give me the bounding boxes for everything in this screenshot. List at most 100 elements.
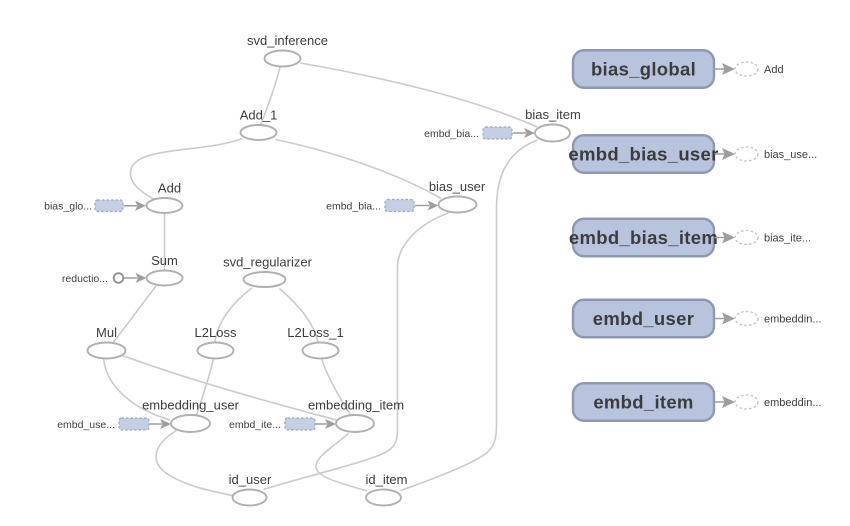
panel-linked-node-ellipse-embd_item[interactable]	[734, 394, 759, 410]
constant-circle-icon[interactable]	[112, 272, 125, 284]
node-ellipse-bias_item[interactable]	[534, 123, 571, 143]
input-annotation-embd_bias_item-to-bias_item: embd_bia...	[424, 126, 535, 140]
edge-id_item-to-bias_item	[400, 139, 538, 492]
constant-chip-icon[interactable]	[384, 198, 415, 213]
edge-bias_item-to-svd_inference	[300, 62, 538, 128]
node-ellipse-Add_1[interactable]	[239, 124, 278, 141]
constant-chip-icon[interactable]	[482, 126, 513, 140]
constant-chip-icon[interactable]	[118, 417, 150, 431]
node-Add: Add	[145, 181, 184, 214]
panel-node-label-embd_bias_item: embd_bias_item	[569, 227, 718, 248]
panel-node-rect-embd_user[interactable]	[571, 298, 716, 339]
arrowhead-icon	[135, 273, 147, 283]
panel-linked-node-ellipse-bias_global[interactable]	[734, 61, 759, 77]
annotation-label: embd_use...	[57, 419, 115, 431]
panel-out-label-bias_global: Add	[764, 64, 784, 76]
constant-chip-icon[interactable]	[94, 199, 124, 213]
edges-layer	[102, 62, 538, 497]
node-label-id_user: id_user	[229, 472, 272, 487]
panel-out-label-embd_bias_item: bias_ite...	[764, 233, 811, 245]
node-ellipse-svd_inference[interactable]	[263, 49, 302, 68]
node-Add_1: Add_1	[239, 108, 278, 141]
panel-node-embd_bias_item: embd_bias_item bias_ite...	[569, 217, 811, 258]
annotation-label: embd_bia...	[424, 128, 479, 140]
panel-node-rect-bias_global[interactable]	[571, 49, 716, 89]
node-label-L2Loss: L2Loss	[195, 325, 237, 340]
panel-node-rect-embd_bias_user[interactable]	[571, 134, 716, 174]
node-ellipse-Add[interactable]	[145, 197, 184, 214]
node-ellipse-Mul[interactable]	[86, 341, 127, 360]
node-embedding_user: embedding_user	[142, 398, 240, 433]
node-id_item: id_item	[365, 472, 408, 507]
arrowhead-icon	[722, 396, 735, 408]
node-svd_regularizer: svd_regularizer	[223, 255, 313, 288]
node-label-embedding_user: embedding_user	[142, 398, 240, 413]
arrowhead-icon	[160, 419, 171, 429]
panel-node-label-embd_item: embd_item	[593, 392, 693, 413]
input-annotation-bias_global-to-Add: bias_glo...	[44, 199, 146, 213]
arrowhead-icon	[722, 231, 735, 244]
panel-out-label-embd_user: embeddin...	[764, 314, 821, 326]
node-ellipse-id_user[interactable]	[231, 488, 268, 507]
panel-node-label-embd_user: embd_user	[593, 308, 694, 329]
node-bias_user: bias_user	[429, 179, 486, 214]
node-ellipse-L2Loss[interactable]	[196, 341, 235, 360]
arrowhead-icon	[325, 419, 336, 429]
node-ellipse-id_item[interactable]	[365, 488, 402, 507]
node-ellipse-Sum[interactable]	[145, 269, 184, 287]
panel-node-bias_global: bias_global Add	[571, 49, 784, 89]
arrowhead-icon	[524, 128, 535, 138]
panel-node-rect-embd_bias_item[interactable]	[571, 217, 716, 258]
node-ellipse-embedding_user[interactable]	[170, 414, 211, 433]
edge-embedding_user-to-Mul	[102, 358, 171, 421]
input-annotation-embd_item-to-embedding_item: embd_ite...	[229, 417, 336, 431]
node-L2Loss_1: L2Loss_1	[287, 325, 344, 360]
panel-node-rect-embd_item[interactable]	[571, 382, 716, 422]
node-svd_inference: svd_inference	[247, 33, 328, 68]
annotation-label: embd_bia...	[326, 200, 381, 212]
edge-embedding_item-to-L2Loss_1	[320, 358, 352, 416]
input-annotation-embd_bias_user-to-bias_user: embd_bia...	[326, 198, 439, 213]
input-annotation-embd_user-to-embedding_user: embd_use...	[57, 417, 171, 431]
edge-Add_1-to-svd_inference	[259, 66, 281, 126]
node-label-Mul: Mul	[96, 325, 117, 340]
node-label-svd_regularizer: svd_regularizer	[223, 255, 313, 270]
node-Sum: Sum	[145, 253, 184, 287]
edge-L2Loss_1-to-svd_regularizer	[278, 287, 319, 343]
node-ellipse-svd_regularizer[interactable]	[242, 271, 287, 288]
edge-Add-to-Add_1	[129, 137, 243, 200]
annotation-label: bias_glo...	[44, 201, 92, 213]
panel-node-label-bias_global: bias_global	[591, 59, 696, 80]
node-label-svd_inference: svd_inference	[247, 33, 328, 48]
node-label-L2Loss_1: L2Loss_1	[287, 325, 343, 340]
panel-out-label-embd_bias_user: bias_use...	[764, 149, 817, 161]
arrowhead-icon	[722, 63, 735, 75]
node-label-Add_1: Add_1	[240, 108, 278, 123]
node-ellipse-embedding_item[interactable]	[335, 414, 375, 433]
panel-out-label-embd_item: embeddin...	[764, 397, 821, 409]
edge-id_user-to-bias_user	[263, 212, 449, 491]
node-label-Add: Add	[158, 181, 181, 196]
panel-linked-node-ellipse-embd_user[interactable]	[734, 310, 759, 327]
panel-linked-node-ellipse-embd_bias_user[interactable]	[734, 146, 759, 162]
node-label-id_item: id_item	[366, 472, 408, 487]
panel-linked-node-ellipse-embd_bias_item[interactable]	[734, 229, 759, 246]
node-Mul: Mul	[86, 325, 127, 360]
input-annotation-reduction-to-Sum: reductio...	[62, 272, 147, 285]
node-ellipse-L2Loss_1[interactable]	[301, 341, 340, 360]
edge-id_item-to-embedding_item	[315, 432, 368, 492]
node-id_user: id_user	[229, 472, 272, 507]
node-L2Loss: L2Loss	[195, 325, 237, 360]
constant-chip-icon[interactable]	[284, 417, 316, 431]
edge-Mul-to-Sum	[111, 285, 157, 344]
arrowhead-icon	[722, 148, 735, 160]
node-ellipse-bias_user[interactable]	[437, 195, 478, 214]
node-label-bias_item: bias_item	[525, 107, 581, 122]
edge-embedding_item-to-Mul	[122, 354, 337, 421]
edge-bias_user-to-Add_1	[275, 138, 442, 200]
